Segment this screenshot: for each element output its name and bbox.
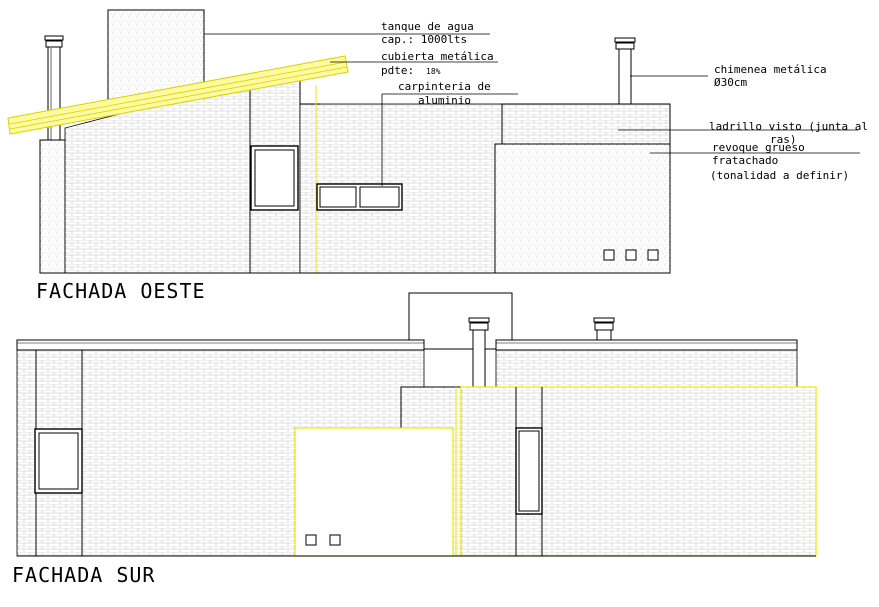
plaster-wing	[494, 143, 671, 274]
south-white-block	[294, 427, 454, 557]
label-plaster-line3: (tonalidad a definir)	[710, 169, 849, 182]
south-front-block	[460, 386, 817, 557]
label-brick-line1: ladrillo visto (junta al	[709, 120, 868, 133]
window-tall-west	[250, 145, 299, 211]
label-tank-line2: cap.: 1000lts	[381, 33, 467, 46]
label-frame-line2: aluminio	[418, 94, 471, 107]
window-south-narrow	[515, 427, 543, 515]
label-roof-slope: 18%	[426, 67, 441, 76]
south-facade: FACHADA SUR	[12, 292, 817, 587]
metal-roof	[7, 55, 349, 135]
south-tower	[408, 292, 513, 350]
south-roof-edge-left	[16, 339, 425, 351]
south-vent-2	[329, 534, 341, 546]
vent-2	[625, 249, 637, 261]
chimney-south-center	[468, 317, 490, 388]
label-roof-line2: pdte:	[381, 64, 414, 77]
brick-parapet	[501, 103, 671, 145]
west-facade: tanque de agua cap.: 1000lts cubierta me…	[7, 9, 868, 303]
label-tank-line1: tanque de agua	[381, 20, 474, 33]
label-brick-line2: ras)	[770, 133, 797, 146]
label-chimney-line2: Ø30cm	[714, 76, 747, 89]
south-roof-edge-right	[495, 339, 798, 351]
label-roof-line1: cubierta metálica	[381, 50, 494, 63]
vent-1	[603, 249, 615, 261]
chimney-right	[614, 37, 636, 105]
label-plaster-line1: revoque grueso	[712, 141, 805, 154]
vent-3	[647, 249, 659, 261]
south-brick-wall-right	[495, 349, 798, 389]
left-plaster-column	[39, 139, 66, 274]
window-aluminium	[316, 183, 403, 211]
label-plaster-line2: fratachado	[712, 154, 778, 167]
label-chimney-line1: chimenea metálica	[714, 63, 827, 76]
label-frame-line1: carpinteria de	[398, 80, 491, 93]
annotation-leaders	[204, 33, 860, 186]
title-south: FACHADA SUR	[12, 563, 155, 587]
window-south-left	[34, 428, 83, 494]
south-vent-1	[305, 534, 317, 546]
chimney-south-right	[593, 317, 615, 341]
title-west: FACHADA OESTE	[36, 279, 206, 303]
